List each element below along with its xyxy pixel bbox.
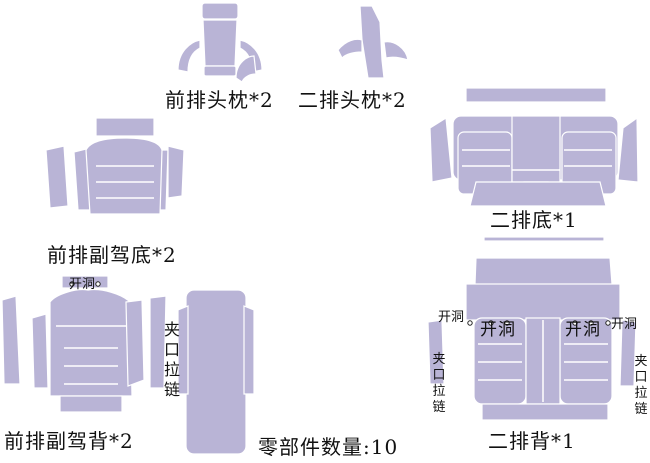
rear-back-hole-label-left: 开洞 [480,320,516,340]
rear-cushion-label: 二排底*1 [490,208,578,232]
front-passenger-back-pattern [1,275,255,455]
rear-back-pattern [427,236,637,421]
rear-back-hole-label-right: 开洞 [565,320,601,340]
front-back-hole-label: 开洞 [69,277,96,292]
rear-headrest-pattern [337,5,409,79]
front-headrest-pattern [177,2,263,83]
front-headrest-label: 前排头枕*2 [165,88,274,112]
rear-headrest-label: 二排头枕*2 [298,88,407,112]
rear-cushion-pattern [429,87,639,207]
rear-back-zipper-label-right: 夹口拉链 [634,354,648,417]
rear-back-hole-label-outer-left: 开洞 [438,310,465,325]
front-back-zipper-label: 夹口拉链 [163,320,180,399]
front-passenger-cushion-pattern [45,117,185,215]
front-passenger-cushion-label: 前排副驾底*2 [47,243,177,267]
rear-back-label: 二排背*1 [488,429,576,453]
rear-back-hole-label-outer-right: 开洞 [611,317,638,332]
rear-back-zipper-label-left: 夹口拉链 [432,352,446,415]
part-count-label: 零部件数量:10 [258,435,399,459]
front-passenger-back-label: 前排副驾背*2 [4,429,134,453]
